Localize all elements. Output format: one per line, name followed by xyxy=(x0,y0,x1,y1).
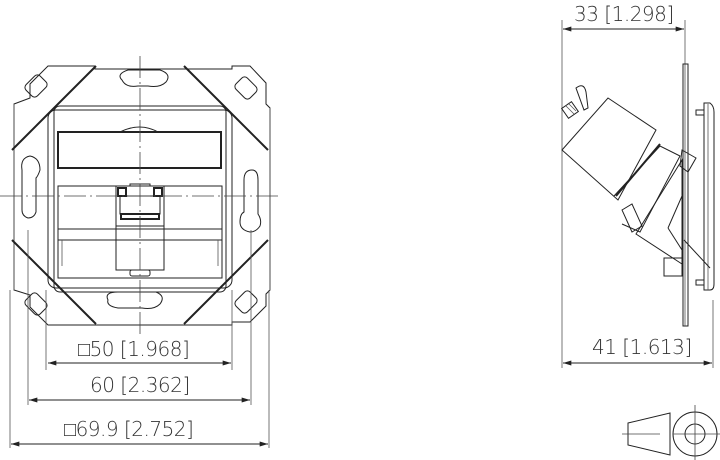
extension-lines xyxy=(9,230,270,448)
frame-plate xyxy=(682,63,689,327)
jack-body xyxy=(561,97,711,277)
label-window xyxy=(57,131,222,169)
dim-depth-top: 33 [1.298] xyxy=(574,2,674,26)
dim-outer-square: □69.9 [2.752] xyxy=(64,417,193,441)
cover-plate xyxy=(695,102,715,291)
side-view: 33 [1.298] 41 [1.613] xyxy=(560,2,715,368)
first-angle-projection-symbol xyxy=(622,405,720,460)
front-view: □50 [1.968] 60 [2.362] □69.9 [2.752] xyxy=(0,56,282,448)
center-lines xyxy=(0,56,282,336)
dim-mounting-spacing: 60 [2.362] xyxy=(90,373,190,397)
outer-frame xyxy=(13,65,271,326)
cable-latch xyxy=(560,85,589,120)
corner-holes xyxy=(24,74,258,316)
dimension-lines xyxy=(11,360,268,447)
dim-inner-square: □50 [1.968] xyxy=(78,337,189,361)
dim-depth-bottom: 41 [1.613] xyxy=(592,335,692,359)
